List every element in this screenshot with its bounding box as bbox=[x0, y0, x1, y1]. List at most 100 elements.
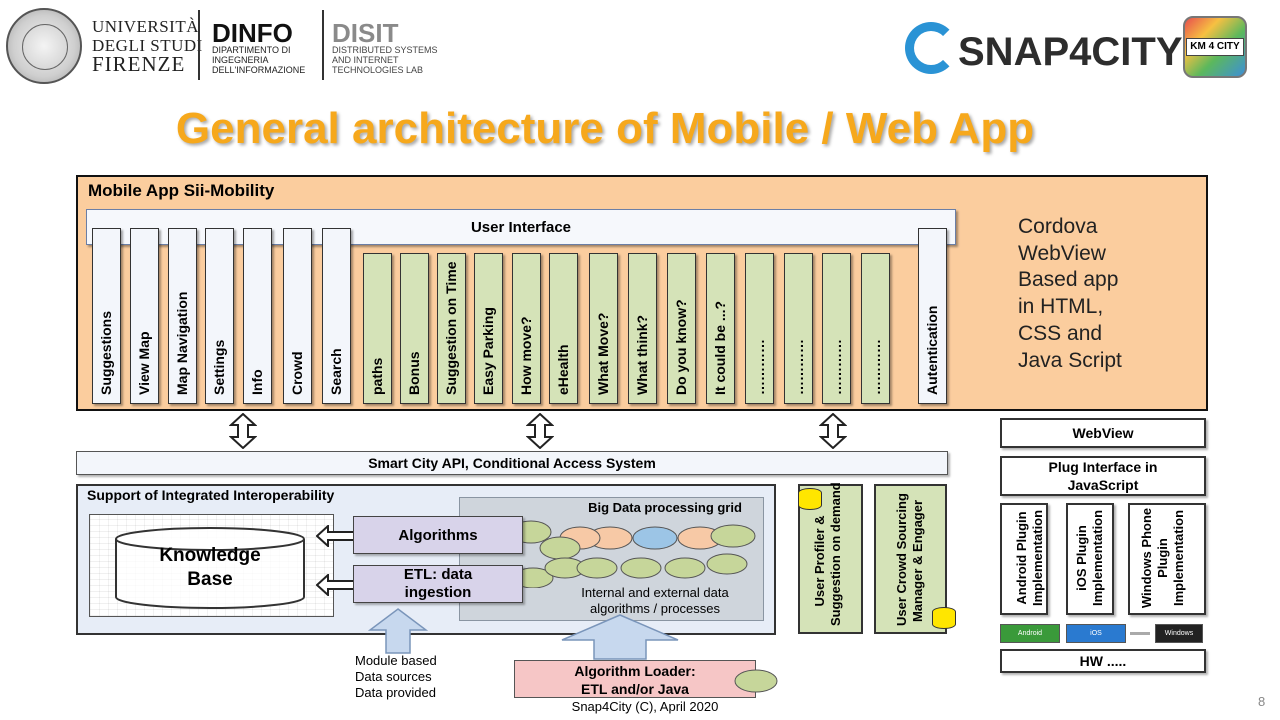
support-title: Support of Integrated Interoperability bbox=[87, 487, 335, 503]
windows-line2: Plugin bbox=[1155, 538, 1170, 578]
snap4city-mark-icon bbox=[905, 22, 957, 74]
module-placeholder: ………… bbox=[784, 253, 813, 404]
module-autentication: Autentication bbox=[918, 228, 947, 404]
ios-line1: iOS Plugin bbox=[1074, 525, 1089, 591]
big-data-grid-title: Big Data processing grid bbox=[588, 500, 742, 515]
module-search: Search bbox=[322, 228, 351, 404]
profiler-line1: User Profiler & bbox=[812, 515, 827, 607]
module-label: Suggestions bbox=[98, 310, 114, 395]
module-label: It could be ...? bbox=[712, 300, 728, 395]
disit-sub3: TECHNOLOGIES LAB bbox=[332, 65, 424, 75]
disit-logo: DISIT bbox=[332, 18, 399, 48]
ios-badge: iOS bbox=[1066, 624, 1126, 643]
ios-line2: Implementation bbox=[1090, 509, 1105, 606]
module-placeholder: ………… bbox=[745, 253, 774, 404]
university-line2: DEGLI STUDI bbox=[92, 36, 203, 55]
windows-badge: Windows Phone bbox=[1155, 624, 1203, 654]
double-arrow-icon bbox=[229, 413, 257, 449]
module-view-map: View Map bbox=[130, 228, 159, 404]
android-line1: Android Plugin bbox=[1014, 511, 1029, 605]
module-label: Bonus bbox=[406, 351, 422, 395]
cordova-line: CSS and bbox=[1018, 321, 1103, 345]
disit-subtitle: DISTRIBUTED SYSTEMS AND INTERNET TECHNOL… bbox=[332, 45, 438, 75]
etl-line1: ETL: data bbox=[403, 566, 473, 583]
bdp-sub2: algorithms / processes bbox=[589, 601, 721, 616]
module-suggestion-on-time: Suggestion on Time bbox=[437, 253, 466, 404]
plug-line1: Plug Interface in bbox=[1048, 459, 1158, 475]
android-badge: Android bbox=[1000, 624, 1060, 643]
module-label: Autentication bbox=[924, 305, 940, 395]
page-number: 8 bbox=[1258, 694, 1266, 709]
etl-ingestion-label: ETL: data ingestion bbox=[353, 566, 523, 602]
kb-line2: Base bbox=[187, 569, 233, 590]
webview-box bbox=[1000, 418, 1206, 448]
plug-interface-label: Plug Interface in JavaScript bbox=[1000, 458, 1206, 494]
double-arrow-icon bbox=[819, 413, 847, 449]
header-divider bbox=[322, 10, 324, 80]
dinfo-logo: DINFO bbox=[212, 18, 293, 48]
module-it-could-be: It could be ...? bbox=[706, 253, 735, 404]
cordova-line: in HTML, bbox=[1018, 295, 1104, 319]
android-line2: Implementation bbox=[1030, 509, 1045, 606]
module-label: Info bbox=[249, 369, 265, 395]
module-label: ………… bbox=[828, 339, 844, 395]
module-label: Easy Parking bbox=[480, 307, 496, 395]
plug-interface-box bbox=[1000, 456, 1206, 496]
module-how-move: How move? bbox=[512, 253, 541, 404]
university-seal-logo bbox=[6, 8, 82, 84]
snap4city-logo: SNAP4CITY bbox=[958, 30, 1183, 74]
module-label: Do you know? bbox=[673, 299, 689, 395]
module-suggestions: Suggestions bbox=[92, 228, 121, 404]
loader-line1: Algorithm Loader: bbox=[574, 663, 696, 679]
module-sources-text: Module based Data sources Data provided bbox=[355, 653, 437, 701]
crowd-line2: Manager & Engager bbox=[910, 499, 925, 623]
windows-plugin-label: Windows Phone Plugin Implementation bbox=[1139, 506, 1187, 610]
crowd-line1: User Crowd Sourcing bbox=[894, 493, 909, 626]
slide-title: General architecture of Mobile / Web App bbox=[175, 104, 1035, 153]
smart-city-api-label: Smart City API, Conditional Access Syste… bbox=[368, 455, 656, 471]
cordova-line: Java Script bbox=[1018, 348, 1122, 372]
module-bonus: Bonus bbox=[400, 253, 429, 404]
processing-node-icon bbox=[734, 669, 778, 693]
module-label: Suggestion on Time bbox=[443, 261, 459, 395]
module-easy-parking: Easy Parking bbox=[474, 253, 503, 404]
plug-line2: JavaScript bbox=[1067, 477, 1139, 493]
university-line3: FIRENZE bbox=[92, 52, 186, 76]
disit-sub2: AND INTERNET bbox=[332, 55, 399, 65]
database-icon bbox=[932, 607, 956, 629]
loader-line2: ETL and/or Java bbox=[581, 681, 689, 697]
mod-line1: Module based bbox=[355, 653, 437, 668]
header-divider bbox=[198, 10, 200, 80]
big-data-grid-subtitle: Internal and external data algorithms / … bbox=[540, 585, 770, 617]
hw-box bbox=[1000, 649, 1206, 673]
cordova-line: Cordova bbox=[1018, 215, 1098, 238]
km4city-logo-text: KM 4 CITY bbox=[1186, 38, 1244, 56]
ios-plugin-box bbox=[1066, 503, 1114, 615]
etl-ingestion-box bbox=[353, 565, 523, 603]
processing-nodes-icon bbox=[510, 520, 756, 588]
module-label: paths bbox=[369, 357, 385, 395]
module-do-you-know: Do you know? bbox=[667, 253, 696, 404]
module-label: ………… bbox=[790, 339, 806, 395]
mod-line2: Data sources bbox=[355, 669, 432, 684]
webview-label: WebView bbox=[1072, 425, 1134, 441]
disit-sub1: DISTRIBUTED SYSTEMS bbox=[332, 45, 438, 55]
module-label: Search bbox=[328, 348, 344, 395]
module-label: eHealth bbox=[555, 344, 571, 395]
university-line1: UNIVERSITÀ bbox=[92, 17, 199, 36]
smart-city-api-bar bbox=[76, 451, 948, 475]
ios-plugin-label: iOS Plugin Implementation bbox=[1074, 510, 1106, 606]
dinfo-sub3: DELL'INFORMAZIONE bbox=[212, 65, 306, 75]
user-interface-label: User Interface bbox=[470, 219, 572, 236]
cordova-description: Cordova WebView Based app in HTML, CSS a… bbox=[1018, 214, 1122, 374]
crowd-manager-label: User Crowd Sourcing Manager & Engager bbox=[894, 493, 926, 626]
mobile-app-title: Mobile App Sii-Mobility bbox=[88, 181, 275, 200]
knowledge-base-cylinder-icon bbox=[115, 527, 305, 609]
module-label: Settings bbox=[211, 339, 227, 395]
up-arrow-icon bbox=[368, 608, 428, 654]
algorithms-box bbox=[353, 516, 523, 554]
module-label: What Move? bbox=[595, 312, 611, 395]
bdp-sub1: Internal and external data bbox=[581, 585, 729, 600]
windows-line1: Windows Phone bbox=[1139, 507, 1154, 609]
algorithm-loader-box bbox=[514, 660, 756, 698]
